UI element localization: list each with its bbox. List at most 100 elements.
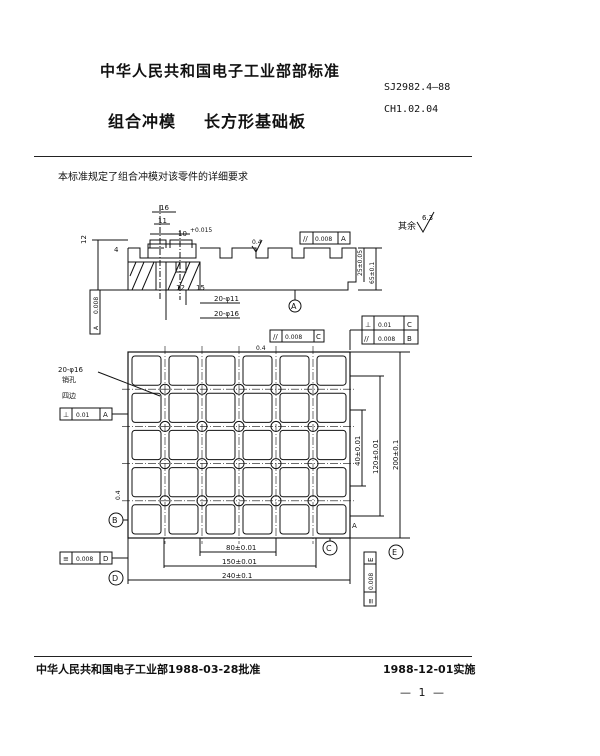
pad-cell [131, 504, 162, 535]
svg-text:0.4: 0.4 [252, 239, 262, 246]
svg-text:0.01: 0.01 [76, 412, 90, 419]
svg-text://: // [364, 335, 369, 343]
svg-text:C: C [326, 544, 332, 553]
pad-cell [316, 392, 347, 423]
pad-cell [242, 392, 273, 423]
tolerance-frame-flat-e: E 0.008 ≡ [363, 551, 377, 607]
svg-text:20-φ11: 20-φ11 [214, 295, 239, 303]
pad-cell [279, 355, 310, 386]
title-part-2: 长方形基础板 [204, 112, 307, 131]
pad-cell [242, 355, 273, 386]
tolerance-frame-flat-d: ≡ 0.008 D [59, 551, 128, 565]
pad-cell [168, 429, 199, 461]
svg-text://: // [273, 333, 278, 341]
section-view: 16 11 10 +0.015 12 4 12 15 20-φ11 20-φ16… [80, 204, 382, 335]
horizontal-dimensions: 80±0.01 150±0.01 240±0.1 [127, 538, 351, 584]
pad-cell [168, 355, 199, 386]
pad-cell [279, 429, 310, 461]
plan-view: 20-φ16 销孔 0.4 0.4 A B C D E [58, 345, 404, 586]
svg-text:200±0.1: 200±0.1 [392, 440, 400, 470]
svg-text:0.008: 0.008 [368, 573, 375, 590]
pad-cell [168, 392, 199, 423]
pad-cell [168, 467, 199, 498]
svg-text:4: 4 [114, 246, 119, 254]
svg-text:6.3: 6.3 [422, 214, 433, 222]
svg-text:240±0.1: 240±0.1 [222, 572, 252, 580]
svg-text:0.008: 0.008 [93, 297, 100, 314]
effective-date: 1988-12-01实施 [383, 663, 476, 676]
svg-text:10: 10 [178, 230, 187, 238]
svg-text:≡: ≡ [367, 598, 375, 604]
pad-cell [205, 429, 236, 461]
pad-cell [279, 392, 310, 423]
svg-text://: // [303, 235, 308, 243]
svg-text:A: A [103, 411, 108, 419]
svg-text:0.008: 0.008 [315, 236, 332, 243]
intro-text: 本标准规定了组合冲模对该零件的详细要求 [58, 172, 248, 183]
svg-text:+0.015: +0.015 [190, 227, 212, 234]
svg-text:25±0.05: 25±0.05 [357, 250, 364, 276]
svg-text:11: 11 [158, 217, 167, 225]
surface-roughness-note: 其余 6.3 [398, 211, 435, 234]
svg-text:0.008: 0.008 [76, 556, 93, 563]
svg-text:120±0.01: 120±0.01 [372, 439, 380, 474]
svg-text:0.008: 0.008 [378, 336, 395, 343]
svg-text:12: 12 [80, 235, 88, 244]
tolerance-frame-parallel-a: // 0.008 A [299, 231, 351, 245]
footer-rule [34, 656, 472, 657]
svg-text:B: B [112, 516, 118, 525]
pad-cell [168, 504, 199, 535]
pad-cell [316, 504, 347, 535]
svg-text:D: D [103, 555, 108, 563]
svg-text:D: D [112, 574, 118, 583]
pad-cell [205, 392, 236, 423]
svg-text:0.01: 0.01 [378, 322, 392, 329]
vertical-dimensions: 40±0.01 120±0.01 200±0.1 [350, 351, 410, 539]
svg-text:A: A [291, 302, 297, 311]
pin-holes [122, 346, 356, 544]
svg-text:C: C [407, 321, 412, 329]
issuing-authority-title: 中华人民共和国电子工业部部标准 [100, 62, 341, 80]
pad-cell [316, 429, 347, 461]
svg-text:C: C [316, 333, 321, 341]
pad-cell [279, 504, 310, 535]
svg-text:其余: 其余 [398, 220, 416, 232]
pad-cell [205, 504, 236, 535]
svg-text:A: A [352, 522, 357, 530]
pad-cell [242, 467, 273, 498]
pad-cell [205, 355, 236, 386]
svg-text:⊥: ⊥ [365, 321, 371, 329]
svg-text:B: B [407, 335, 412, 343]
svg-text:E: E [367, 558, 375, 562]
pad-cell [131, 467, 162, 498]
plan-grid [131, 355, 347, 535]
svg-text:15: 15 [196, 284, 205, 292]
header-rule [34, 156, 472, 157]
svg-text:80±0.01: 80±0.01 [226, 544, 256, 552]
svg-text:E: E [392, 548, 397, 557]
svg-text:65±0.1: 65±0.1 [369, 262, 376, 284]
approval-note: 中华人民共和国电子工业部1988-03-28批准 [36, 663, 261, 676]
pad-cell [316, 467, 347, 498]
pad-cell [316, 355, 347, 386]
svg-text:20-φ16: 20-φ16 [214, 310, 240, 318]
title-part-1: 组合冲模 [108, 112, 177, 131]
document-title: 组合冲模 长方形基础板 [108, 108, 334, 132]
tolerance-frame-stack-right: ⊥ 0.01 C // 0.008 B [349, 315, 419, 350]
svg-text:0.4: 0.4 [256, 345, 266, 352]
svg-text:0.008: 0.008 [285, 334, 302, 341]
svg-text:A: A [341, 235, 346, 243]
svg-text:A: A [93, 325, 100, 330]
page-number: — 1 — [400, 686, 446, 699]
pad-cell [131, 429, 162, 461]
svg-text:12: 12 [176, 284, 185, 292]
tolerance-frame-perp-a: 四边 ⊥ 0.01 A [59, 391, 128, 421]
pad-cell [242, 429, 273, 461]
svg-text:⊥: ⊥ [63, 411, 69, 419]
svg-text:150±0.01: 150±0.01 [222, 558, 257, 566]
pad-cell [131, 392, 162, 423]
svg-text:20-φ16: 20-φ16 [58, 366, 84, 374]
pad-cell [279, 467, 310, 498]
pad-cell [205, 467, 236, 498]
